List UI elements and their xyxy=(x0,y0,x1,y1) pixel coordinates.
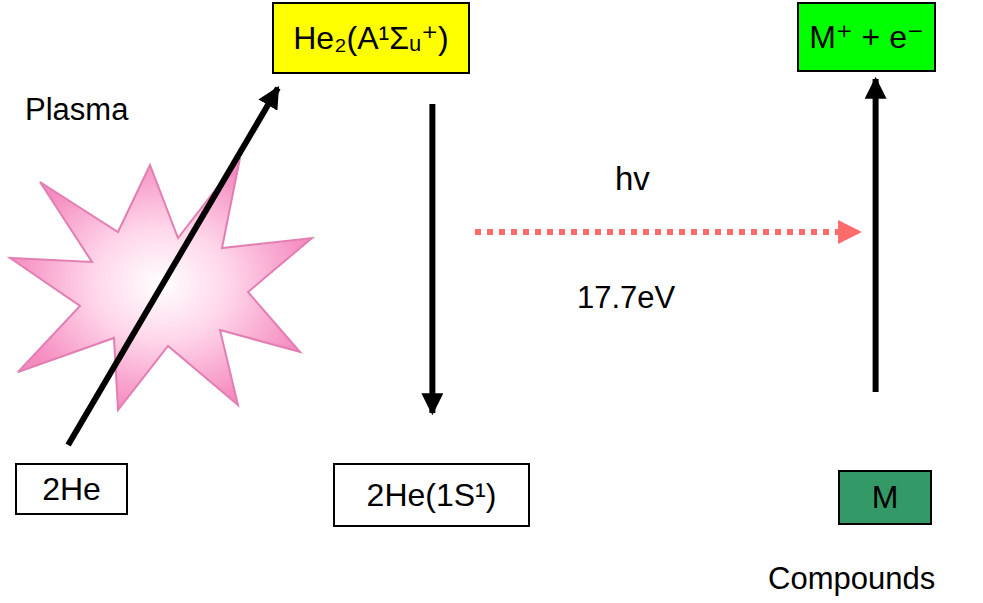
excited-state-box: He₂(A¹Σᵤ⁺) xyxy=(272,2,470,74)
ion-state-box: M⁺ + e⁻ xyxy=(797,2,936,72)
ground-state-box: 2He(1S¹) xyxy=(333,463,530,527)
state-label: 2He(1S¹) xyxy=(367,477,497,514)
energy-transfer-arrowhead xyxy=(838,220,862,244)
state-label: M xyxy=(872,479,899,516)
energy-transfer-arrow xyxy=(475,229,838,235)
process-label: Plasma xyxy=(25,92,128,128)
transition-arrow xyxy=(873,79,879,392)
transition-arrow xyxy=(429,104,435,413)
state-label: 2He xyxy=(42,471,101,508)
photon-label: hv xyxy=(615,160,650,198)
ground-state-box: 2He xyxy=(15,463,128,515)
compound-box: M xyxy=(838,470,932,525)
energy-label: 17.7eV xyxy=(577,280,675,316)
transition-arrow xyxy=(68,88,278,445)
state-label: He₂(A¹Σᵤ⁺) xyxy=(293,20,449,57)
compound-label: Compounds xyxy=(768,561,935,597)
state-label: M⁺ + e⁻ xyxy=(809,19,924,56)
